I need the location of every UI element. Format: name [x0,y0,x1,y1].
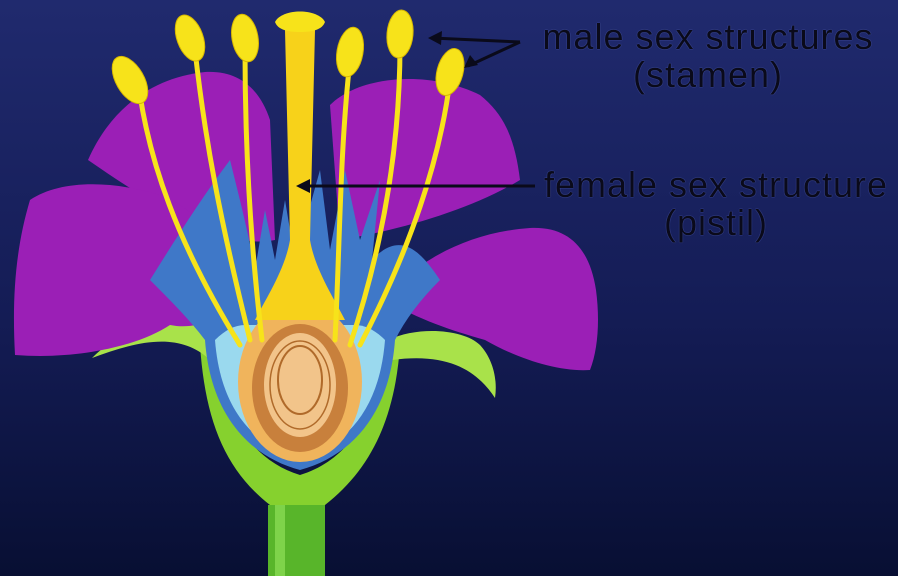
ovule [264,333,336,437]
arrow-stamen-1 [432,38,520,42]
pistil-label: female sex structure (pistil) [538,166,894,242]
pistil-label-subtitle: (pistil) [538,204,894,242]
anther [333,25,367,79]
stamen-label-subtitle: (stamen) [538,56,878,94]
anther [385,9,415,59]
stamen-label-title: male sex structures [542,16,873,57]
anther [228,12,262,64]
pistil-stigma [275,12,325,33]
petal-back-right [330,79,520,240]
anther [170,11,211,65]
sepal-right [388,331,496,398]
stamen-label: male sex structures (stamen) [538,18,878,94]
pistil-label-title: female sex structure [544,164,888,205]
